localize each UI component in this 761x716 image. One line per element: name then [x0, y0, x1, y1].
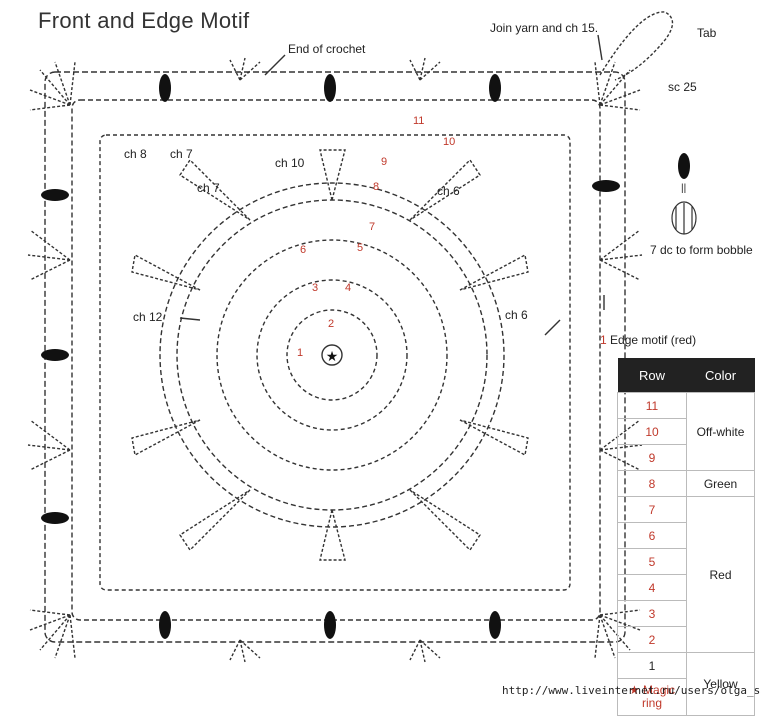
row-label-11: 11: [413, 115, 425, 127]
legend-row-1: 1: [617, 652, 687, 679]
legend-header-row: Row: [617, 358, 687, 393]
row-label-9: 9: [381, 156, 388, 168]
legend-row-11: 11: [617, 392, 687, 419]
edge-motif-number: 1: [600, 333, 607, 347]
bobble-label: 7 dc to form bobble: [650, 243, 753, 257]
row-color-legend: Row Color 11 Off-white 10 9 8 Green 7 Re…: [617, 358, 755, 716]
row-label-5: 5: [357, 242, 364, 254]
legend-row-7: 7: [617, 496, 687, 523]
legend-row-6: 6: [617, 522, 687, 549]
tab-label: Tab: [697, 26, 717, 40]
bobble-equals: ||: [681, 183, 687, 194]
sc25-label: sc 25: [668, 80, 697, 94]
row-label-7: 7: [369, 221, 376, 233]
legend-row-4: 4: [617, 574, 687, 601]
legend-color-red: Red: [686, 496, 755, 653]
page-title: Front and Edge Motif: [38, 8, 250, 33]
legend-row-3: 3: [617, 600, 687, 627]
magic-ring-star-icon: ★: [628, 683, 640, 697]
ch6-label-a: ch 6: [437, 184, 460, 198]
legend-row-2: 2: [617, 626, 687, 653]
edge-motif-label: 1 Edge motif (red): [600, 333, 696, 347]
source-url: http://www.liveinternet.ru/users/olga_sa…: [502, 684, 761, 697]
row-label-4: 4: [345, 282, 352, 294]
row-label-3: 3: [312, 282, 319, 294]
legend-row-10: 10: [617, 418, 687, 445]
row-label-6: 6: [300, 244, 307, 256]
row-label-1: 1: [297, 347, 304, 359]
ch7-label-b: ch 7: [197, 181, 220, 195]
ch8-label: ch 8: [124, 147, 147, 161]
ch10-label: ch 10: [275, 156, 305, 170]
legend-row-9: 9: [617, 444, 687, 471]
legend-color-offwhite: Off-white: [686, 392, 755, 471]
join-yarn-label: Join yarn and ch 15.: [490, 21, 599, 35]
legend-header-color: Color: [686, 358, 755, 393]
ch12-label: ch 12: [133, 310, 163, 324]
legend-row-5: 5: [617, 548, 687, 575]
edge-motif-text: Edge motif (red): [610, 333, 697, 347]
row-label-8: 8: [373, 181, 380, 193]
ch6-label-b: ch 6: [505, 308, 528, 322]
row-label-10: 10: [443, 136, 456, 148]
svg-text:★: ★: [326, 349, 339, 365]
end-of-crochet-label: End of crochet: [288, 42, 366, 56]
ch7-label-a: ch 7: [170, 147, 193, 161]
row-label-2: 2: [328, 318, 335, 330]
legend-color-green: Green: [686, 470, 755, 497]
crochet-diagram: ★: [27, 11, 697, 663]
legend-row-8: 8: [617, 470, 687, 497]
